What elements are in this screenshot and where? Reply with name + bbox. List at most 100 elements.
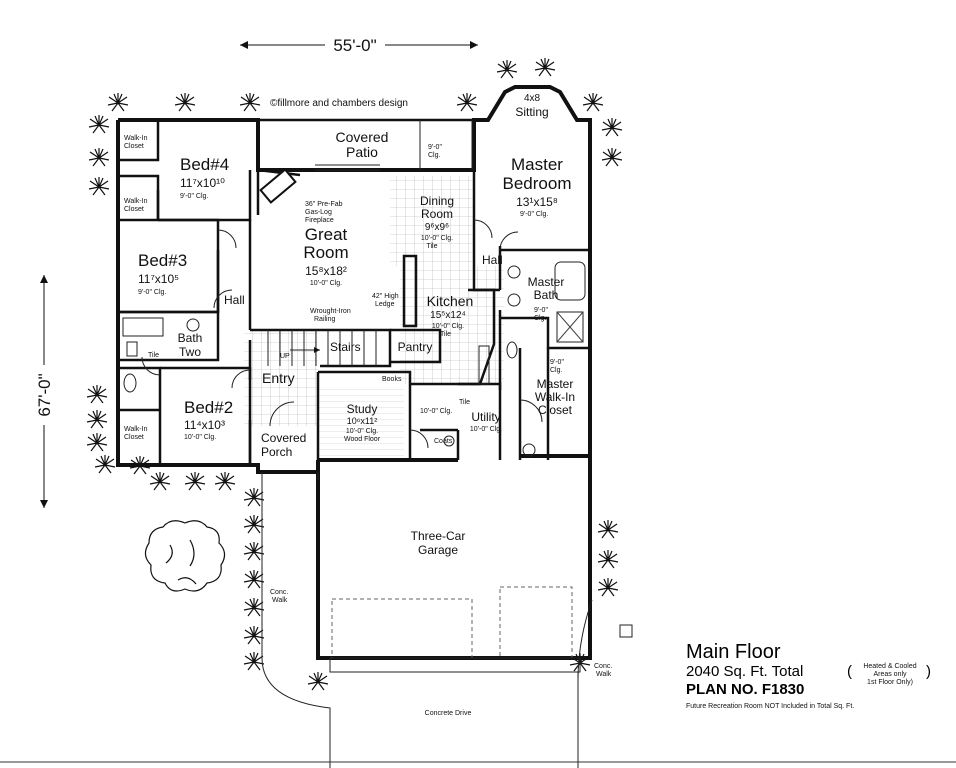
walkin-2-l2: Closet	[124, 206, 144, 213]
porch-label-1: Covered	[261, 431, 306, 445]
master-bedroom-clg: 9'-0" Clg.	[520, 211, 548, 218]
room-labels: 4x8 Sitting Covered Patio 9'-0" Clg. Wal…	[124, 93, 612, 717]
bed2-label: Bed#2	[184, 398, 233, 417]
dining-clg: 10'-0" Clg.	[421, 235, 453, 242]
master-bath-clg: 9'-0"	[534, 307, 548, 314]
doors	[141, 219, 543, 449]
study-label: Study	[347, 402, 378, 416]
walk-left-l2: Walk	[272, 597, 288, 604]
study-floor: Wood Floor	[344, 436, 381, 443]
railing-l2: Railing	[314, 316, 336, 323]
utility-clg-left: 10'-0" Clg.	[420, 408, 452, 415]
overall-depth-dimension: 67'-0"	[32, 275, 56, 508]
bath-two-label-1: Bath	[178, 331, 203, 345]
plan-number: PLAN NO. F1830	[686, 681, 804, 698]
tree-symbol	[144, 520, 226, 592]
walkin-1-l2: Closet	[124, 143, 144, 150]
dining-label-2: Room	[421, 207, 453, 221]
walks-and-drive	[0, 472, 956, 768]
great-room-dim: 15⁸x18²	[305, 264, 347, 278]
bed2-dim: 11⁴x10³	[184, 418, 225, 432]
master-walkin-label-2: Walk-In	[535, 390, 575, 404]
garage	[316, 456, 633, 660]
stairs-symbol	[267, 330, 377, 366]
stairs-up-label: UP	[280, 353, 290, 360]
utility-label: Utility	[471, 410, 500, 424]
study-wood	[318, 386, 404, 460]
walkin-3-l1: Walk-In	[124, 426, 148, 433]
patio-label-1: Covered	[336, 129, 389, 145]
master-bedroom-label-2: Bedroom	[503, 174, 572, 193]
patio-clg-label: Clg.	[428, 152, 441, 159]
note-close-paren: )	[926, 663, 931, 680]
master-walkin-label-3: Closet	[538, 403, 573, 417]
bed4-label: Bed#4	[180, 155, 229, 174]
utility-clg: 10'-0" Clg.	[470, 426, 502, 433]
hall-master-label: Hall	[482, 253, 503, 267]
great-room-clg: 10'-0" Clg.	[310, 280, 342, 287]
note-line-3: 1st Floor Only)	[867, 679, 913, 686]
walkin-3-l2: Closet	[124, 434, 144, 441]
sitting-label: Sitting	[515, 105, 548, 119]
garage-label-1: Three-Car	[411, 529, 466, 543]
coats-label: Coats	[434, 438, 453, 445]
entry-label: Entry	[262, 370, 295, 386]
fireplace-l2: Gas-Log	[305, 209, 332, 216]
kitchen-dim: 15⁵x12⁴	[430, 310, 466, 321]
great-room-label-2: Room	[303, 243, 348, 262]
walk-right-l2: Walk	[596, 671, 612, 678]
walkin-1-l1: Walk-In	[124, 135, 148, 142]
kitchen-clg: 10'-0" Clg.	[432, 323, 464, 330]
note-line-1: Heated & Cooled	[863, 663, 916, 670]
patio-clg: 9'-0"	[428, 144, 442, 151]
dining-dim: 9⁶x9⁶	[425, 222, 449, 233]
kitchen-label: Kitchen	[427, 293, 474, 309]
hall-beds-label: Hall	[224, 293, 245, 307]
master-bath-clg-label: Clg.	[534, 315, 547, 322]
copyright-text: ©fillmore and chambers design	[270, 98, 408, 109]
sitting-dim: 4x8	[524, 93, 541, 104]
fireplace-l1: 36" Pre-Fab	[305, 201, 343, 208]
overall-depth-label: 67'-0"	[35, 373, 54, 416]
footnote: Future Recreation Room NOT Included in T…	[686, 703, 854, 710]
great-room-label-1: Great	[305, 225, 348, 244]
bed2-clg: 10'-0" Clg.	[184, 434, 216, 441]
books-label: Books	[382, 376, 402, 383]
sqft-total: 2040 Sq. Ft. Total	[686, 663, 803, 680]
walkin-2-l1: Walk-In	[124, 198, 148, 205]
study-dim: 10⁶x11²	[347, 416, 378, 426]
overall-width-label: 55'-0"	[333, 36, 376, 55]
utility-floor: Tile	[459, 399, 470, 406]
dining-label-1: Dining	[420, 194, 454, 208]
railing-l1: Wrought-Iron	[310, 308, 351, 315]
walk-left-l1: Conc.	[270, 589, 288, 596]
fixtures	[122, 261, 586, 457]
bath-two-floor: Tile	[148, 352, 159, 359]
ledge-l2: Ledge	[375, 301, 395, 308]
fireplace-symbol	[259, 168, 297, 204]
master-bedroom-label-1: Master	[511, 155, 563, 174]
master-bath-label-2: Bath	[534, 288, 559, 302]
entry-tile	[244, 330, 318, 426]
dining-tile	[390, 176, 474, 266]
walk-right-l1: Conc.	[594, 663, 612, 670]
bed3-dim: 11⁷x10⁵	[138, 272, 179, 286]
master-walkin-clg: 9'-0"	[550, 359, 564, 366]
master-walkin-clg-label: Clg.	[550, 367, 563, 374]
master-walkin-label-1: Master	[537, 377, 574, 391]
bed4-clg: 9'-0" Clg.	[180, 193, 208, 200]
bed4-dim: 11⁷x10¹⁰	[180, 176, 225, 190]
note-line-2: Areas only	[873, 671, 907, 678]
bed3-label: Bed#3	[138, 251, 187, 270]
dining-floor: Tile	[426, 243, 437, 250]
plan-title: Main Floor	[686, 641, 781, 663]
note-open-paren: (	[847, 663, 852, 680]
study-clg: 10'-0" Clg.	[346, 428, 378, 435]
title-block: Main Floor 2040 Sq. Ft. Total ( Heated &…	[686, 641, 931, 710]
master-bath-label-1: Master	[528, 275, 565, 289]
fireplace-l3: Fireplace	[305, 217, 334, 224]
master-bedroom-dim: 13¹x15⁸	[516, 195, 558, 209]
patio-label-2: Patio	[346, 144, 378, 160]
drive-label: Concrete Drive	[425, 710, 472, 717]
kitchen-floor: Tile	[440, 331, 451, 338]
